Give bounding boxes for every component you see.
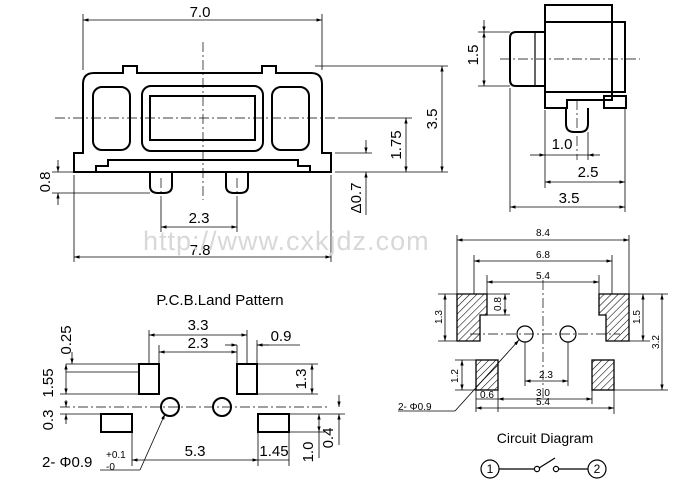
circuit-pin-2-label: 2 — [594, 462, 601, 476]
dim-pad-h: 0.8 — [493, 297, 504, 311]
pcb-hole-tol-plus: +0.1 — [106, 450, 126, 461]
dim-tab-height: Δ0.7 — [348, 183, 365, 214]
dim-body-depth: 2.5 — [578, 164, 599, 181]
circuit-diagram: Circuit Diagram 1 2 — [480, 430, 607, 479]
dim-outer-spacing: 3.3 — [188, 317, 209, 334]
dim-mid-height: 1.75 — [388, 130, 405, 159]
dim-right-height: 1.3 — [293, 369, 310, 390]
pcb-land-pattern: P.C.B.Land Pattern 3.3 2.3 0.9 0.25 — [40, 292, 345, 473]
dim-height: 3.5 — [424, 109, 441, 130]
dim-top-width: 7.0 — [190, 4, 211, 21]
pcb-hole-label: 2- Φ0.9 — [42, 454, 92, 471]
pcb-pad-top-right — [236, 363, 258, 395]
footprint-view: 8.4 6.8 5.4 0.8 1.3 1.5 3.2 1. — [398, 228, 668, 414]
dim-left-h: 1.3 — [434, 310, 445, 324]
circuit-pin-1-label: 1 — [487, 462, 494, 476]
dim-right-h2: 3.2 — [651, 335, 662, 349]
pcb-land-title: P.C.B.Land Pattern — [156, 292, 283, 309]
dim-total-depth: 3.5 — [559, 190, 580, 207]
pcb-hole-left — [160, 397, 180, 417]
pcb-pad-bottom-right — [257, 413, 290, 433]
front-view: 7.0 7.8 2.3 3.5 1.75 Δ0.7 0.8 — [37, 4, 448, 262]
pcb-hole-tol-minus: -0 — [106, 462, 115, 473]
dim-lower-spacing: 3.0 — [536, 388, 550, 399]
dim-pin-spacing: 2.3 — [189, 210, 210, 227]
pcb-pad-top-left — [138, 363, 160, 395]
watermark-text: http://www.cxkjdz.com — [143, 226, 430, 256]
dim-actuator-height: 1.5 — [465, 45, 482, 66]
dim-right-small: 0.4 — [320, 428, 337, 449]
front-left-window — [92, 86, 131, 151]
side-tab — [603, 95, 627, 109]
front-body-outline — [73, 65, 332, 173]
footprint-pad-bottom-right — [591, 359, 615, 391]
dim-lower-pad-h: 1.2 — [450, 369, 461, 383]
dim-inner-spacing: 2.3 — [188, 335, 209, 352]
circuit-title: Circuit Diagram — [497, 430, 593, 446]
dim-w-outer: 8.4 — [536, 228, 550, 239]
front-actuator-outer — [141, 85, 264, 152]
dim-hole-spacing: 2.3 — [539, 370, 553, 381]
dim-left-height: 1.55 — [40, 368, 57, 397]
dim-bottom-spacing: 5.3 — [185, 443, 206, 460]
dim-w-mid: 6.8 — [536, 250, 550, 261]
circuit-switch-lever — [538, 457, 556, 469]
dim-w-inner: 5.4 — [536, 271, 550, 282]
front-right-window — [271, 86, 310, 151]
dim-left-small: 0.3 — [40, 410, 57, 431]
dim-pin-width: 1.0 — [552, 136, 573, 153]
dim-right-bottom: 1.0 — [300, 442, 317, 463]
dim-right-h1: 1.5 — [632, 310, 643, 324]
side-view: 1.5 1.0 2.5 3.5 — [465, 4, 640, 212]
dim-lower-offset: 0.6 — [480, 390, 494, 401]
dim-foot-height: 0.8 — [37, 172, 54, 193]
pcb-pad-bottom-left — [100, 413, 133, 433]
dim-top-offset: 0.25 — [58, 325, 75, 354]
footprint-hole-label: 2- Φ0.9 — [398, 402, 432, 413]
dim-pad-width: 0.9 — [271, 328, 292, 345]
dim-lower-outer: 5.4 — [536, 397, 550, 408]
dim-bottom-width: 7.8 — [190, 242, 211, 259]
dim-bottom-pad: 1.45 — [259, 443, 288, 460]
